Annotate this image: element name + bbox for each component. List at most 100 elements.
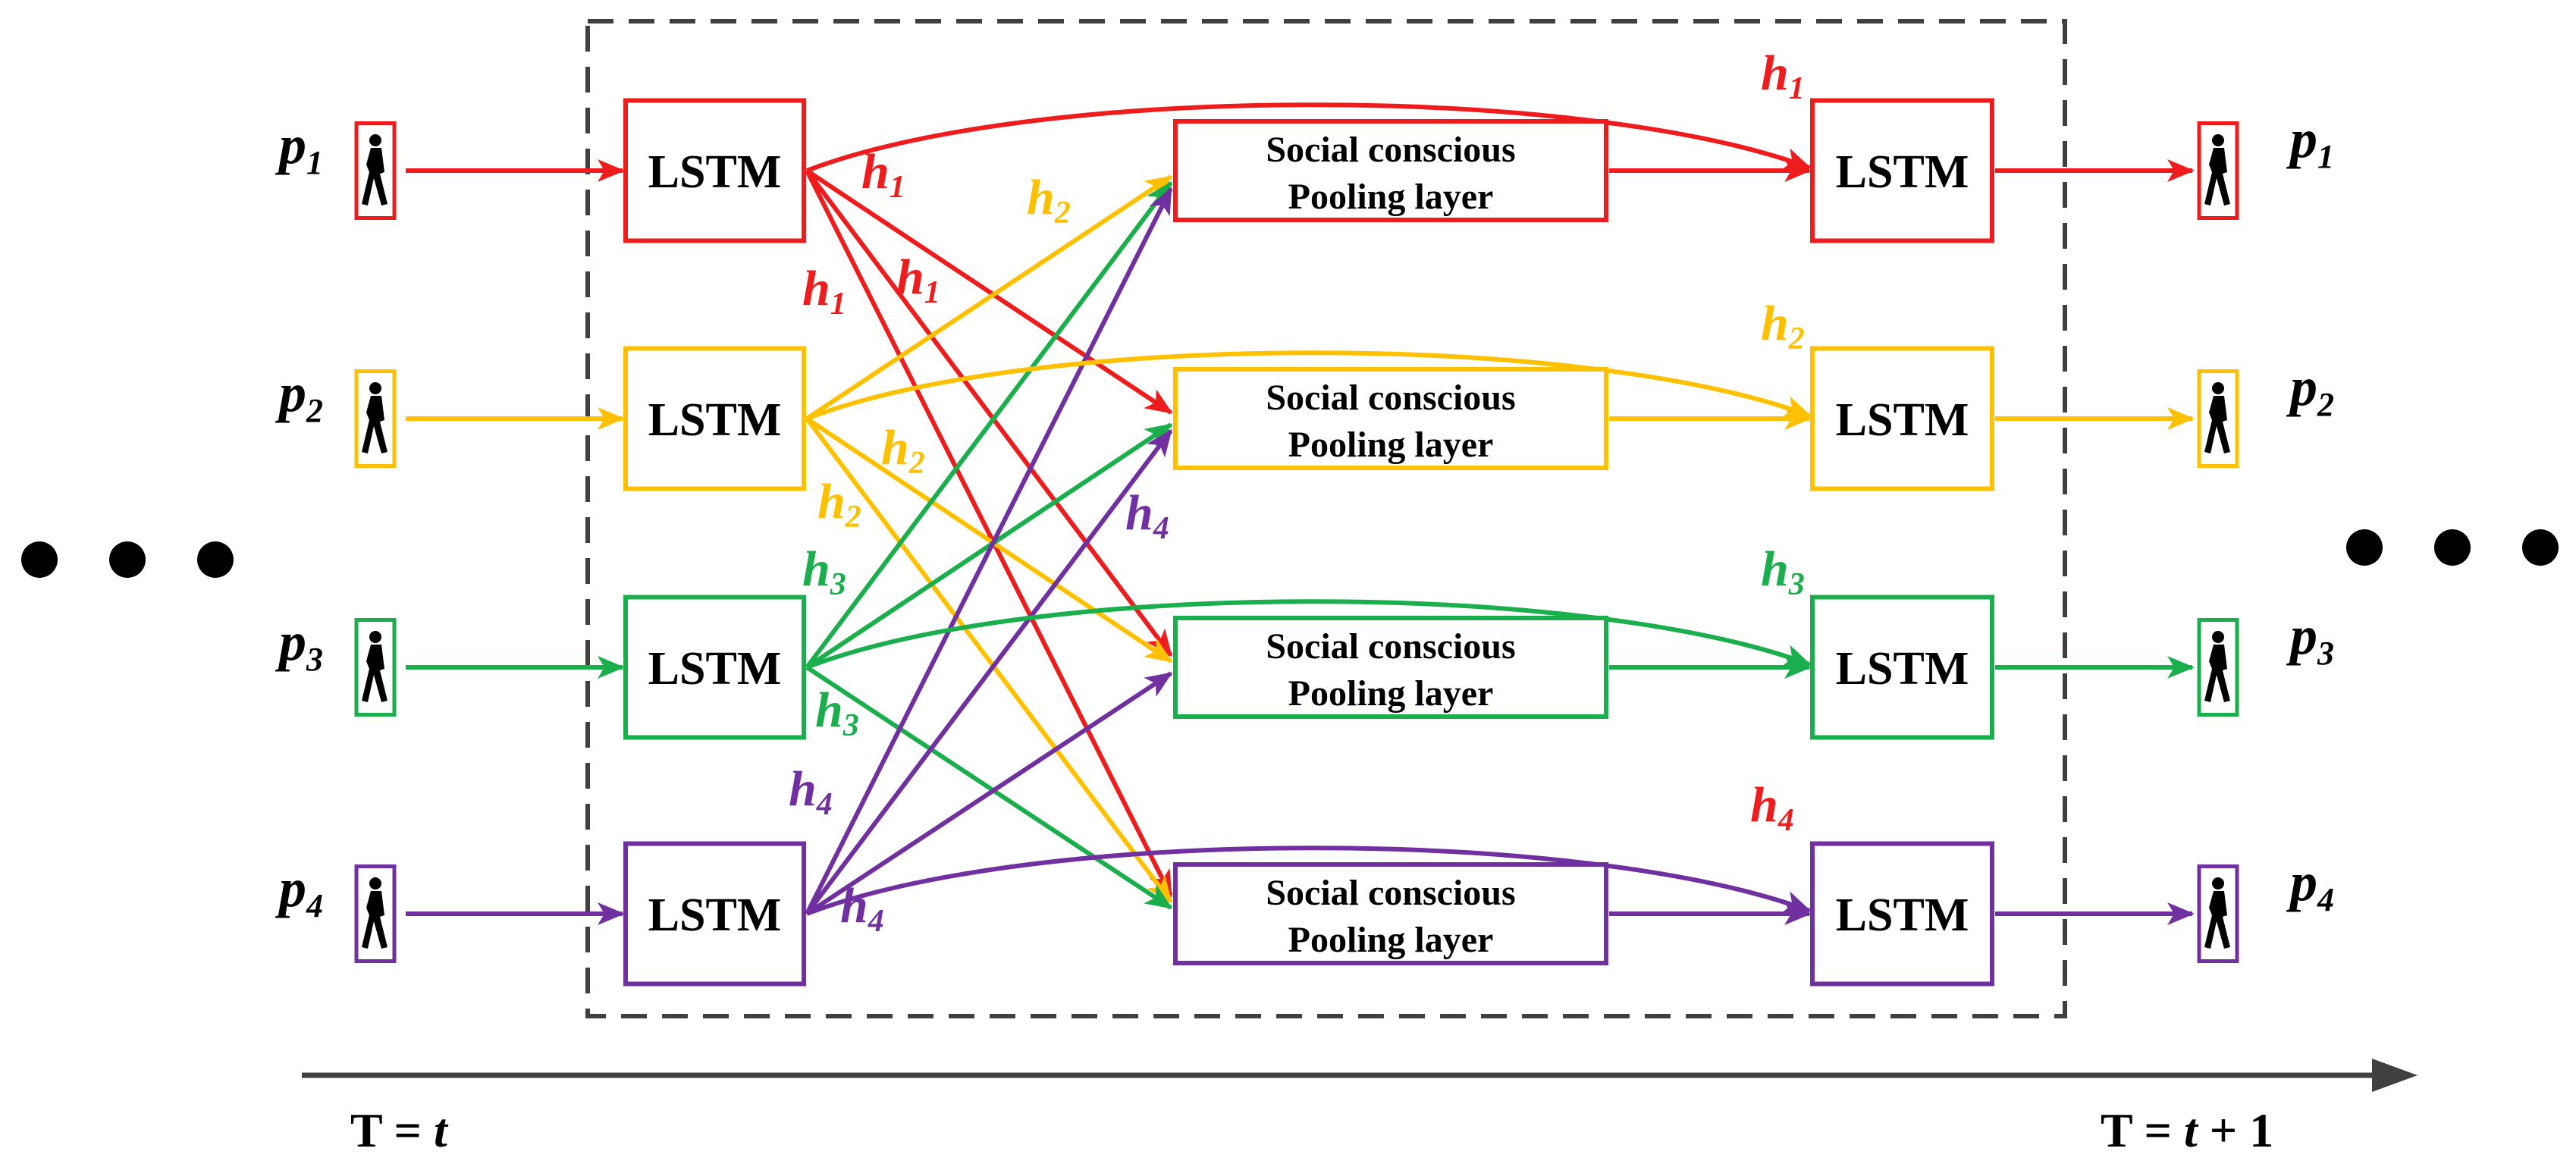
hidden-edge-4-to-pool-3: [805, 671, 1173, 916]
hidden-label-10: h3: [815, 682, 859, 743]
p-label-out-1-subscript: 1: [2317, 138, 2334, 175]
p-label-out-2: p2: [2286, 356, 2334, 423]
p-label-in-4-subscript: 4: [306, 887, 323, 924]
hidden-label-4-letter: h: [1761, 45, 1789, 101]
pedestrian-in-2: [354, 369, 397, 468]
hidden-edge-1-to-pool-3: [805, 169, 1173, 657]
lstm-t-4-label: LSTM: [648, 889, 782, 941]
hidden-label-8: h2: [1761, 296, 1805, 356]
pedestrian-out-1: [2197, 121, 2239, 220]
hidden-label-5-subscript: 2: [1054, 196, 1071, 231]
hidden-label-14: h4: [1125, 485, 1169, 546]
lstm-t1-2-label: LSTM: [1836, 394, 1969, 446]
hidden-label-2: h1: [802, 261, 846, 322]
p-label-out-4: p4: [2286, 852, 2334, 918]
pooling-layer-3-line1: Social conscious: [1266, 626, 1515, 667]
edges-layer: [406, 102, 2195, 925]
hidden-self-edge-2: [805, 350, 1812, 421]
pedestrian-in-4: [354, 864, 397, 963]
p-label-out-3: p3: [2286, 605, 2334, 672]
hidden-label-4: h1: [1761, 45, 1805, 106]
pooling-layer-1-line2: Pooling layer: [1288, 177, 1494, 217]
hidden-self-edge-4: [805, 846, 1812, 916]
hidden-edge-2-to-pool-3: [805, 416, 1173, 664]
pooling-layer-1-line1: Social conscious: [1266, 130, 1515, 170]
pooling-layer-4-line1: Social conscious: [1266, 873, 1515, 913]
time-axis: [302, 1059, 2418, 1092]
hidden-label-12-letter: h: [789, 761, 817, 817]
hidden-label-14-subscript: 4: [1153, 511, 1169, 546]
p-label-in-4: p4: [275, 858, 323, 924]
lstm-t-1: LSTM: [623, 98, 806, 243]
hidden-label-7-letter: h: [817, 474, 846, 529]
hidden-edge-3-to-pool-1: [805, 180, 1173, 669]
pooling-layer-3-line2: Pooling layer: [1288, 673, 1494, 714]
time-start-label: T = t: [350, 1103, 449, 1157]
p-label-out-3-letter: p: [2286, 605, 2317, 666]
p-label-out-3-subscript: 3: [2317, 635, 2334, 672]
hidden-label-5-letter: h: [1027, 170, 1055, 225]
dashed-frame: [585, 19, 2067, 1018]
lstm-t-3-label: LSTM: [648, 643, 782, 695]
hidden-label-9-subscript: 3: [830, 567, 846, 602]
hidden-edge-3-to-pool-4: [805, 665, 1173, 910]
pedestrian-out-4: [2197, 864, 2239, 963]
hidden-label-9: h3: [802, 541, 846, 602]
hidden-label-11-subscript: 3: [1788, 567, 1805, 602]
hidden-label-7: h2: [817, 474, 861, 535]
hidden-label-1-letter: h: [861, 144, 890, 199]
pedestrian-in-3: [354, 618, 397, 717]
hidden-label-10-subscript: 3: [842, 708, 859, 743]
hidden-label-12: h4: [789, 761, 833, 822]
hidden-edge-1-to-pool-2: [805, 168, 1173, 415]
hidden-label-13-letter: h: [840, 878, 868, 933]
lstm-t-1-label: LSTM: [648, 146, 782, 198]
lstm-t1-3: LSTM: [1810, 595, 1994, 740]
hidden-label-1: h1: [861, 144, 905, 205]
hidden-label-6: h2: [881, 420, 925, 481]
hidden-edge-4-to-pool-1: [805, 187, 1173, 915]
pedestrian-out-2: [2197, 369, 2239, 468]
hidden-label-2-subscript: 1: [830, 287, 846, 322]
p-label-out-4-letter: p: [2286, 852, 2317, 912]
p-label-out-4-subscript: 4: [2317, 881, 2334, 918]
p-label-out-1-letter: p: [2286, 108, 2317, 169]
p-label-in-2-letter: p: [275, 362, 306, 423]
hidden-label-11: h3: [1761, 541, 1805, 602]
lstm-t1-1-label: LSTM: [1836, 146, 1969, 198]
p-label-out-2-subscript: 2: [2317, 386, 2334, 423]
p-label-in-3: p3: [275, 611, 323, 678]
p-label-in-2-subscript: 2: [306, 392, 323, 429]
pedestrian-in-1: [354, 121, 397, 220]
hidden-label-1-subscript: 1: [890, 170, 905, 205]
hidden-label-13: h4: [840, 878, 884, 939]
hidden-label-4-subscript: 1: [1789, 71, 1805, 106]
lstm-t-3: LSTM: [623, 595, 806, 740]
lstm-t1-4-label: LSTM: [1836, 889, 1969, 941]
hidden-label-14-letter: h: [1125, 485, 1153, 541]
hidden-edge-2-to-pool-4: [805, 417, 1173, 904]
lstm-t1-1: LSTM: [1810, 98, 1994, 243]
p-label-out-1: p1: [2286, 108, 2334, 175]
lstm-t-4: LSTM: [623, 841, 806, 987]
p-label-in-3-letter: p: [275, 611, 306, 672]
hidden-label-3-letter: h: [896, 249, 924, 305]
hidden-label-7-subscript: 2: [845, 500, 861, 535]
hidden-label-13-subscript: 4: [868, 904, 884, 939]
lstm-t-2-label: LSTM: [648, 394, 782, 446]
hidden-label-6-letter: h: [881, 420, 909, 475]
hidden-label-5: h2: [1027, 170, 1071, 231]
pooling-layer-2-line1: Social conscious: [1266, 378, 1515, 418]
p-label-in-1-letter: p: [275, 115, 306, 175]
p-label-in-4-letter: p: [275, 858, 306, 918]
lstm-t1-2: LSTM: [1810, 346, 1994, 491]
hidden-label-15-subscript: 4: [1777, 803, 1794, 838]
ellipsis-right: [2346, 529, 2559, 566]
ellipsis-left: [21, 541, 234, 578]
hidden-label-3-subscript: 1: [924, 275, 940, 310]
